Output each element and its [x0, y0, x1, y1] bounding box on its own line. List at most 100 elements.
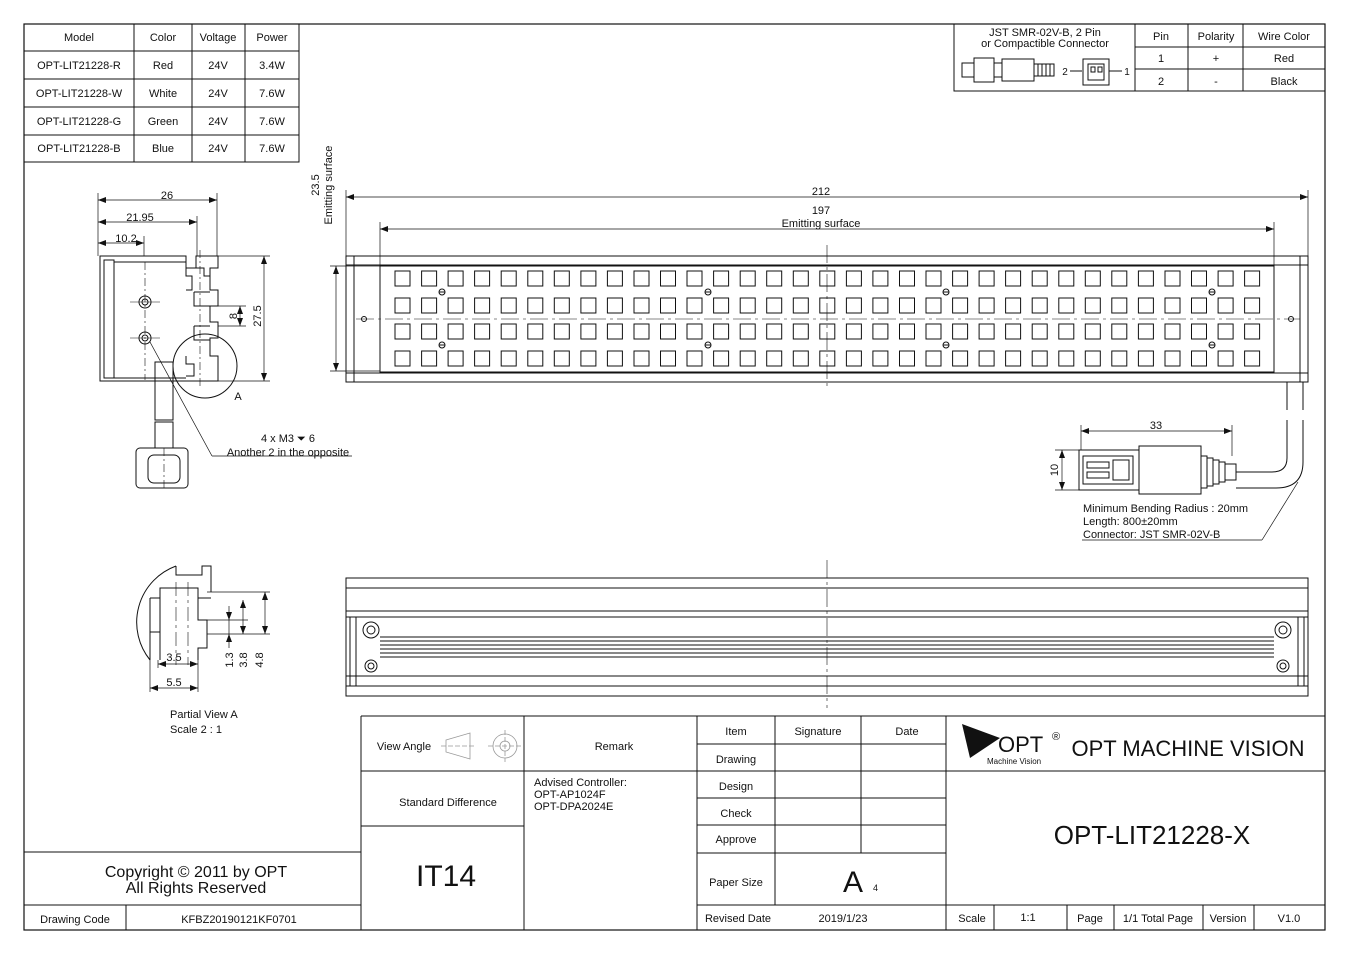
led-cell [606, 350, 623, 367]
led-cell [394, 297, 411, 314]
led-cell [1031, 297, 1048, 314]
led-cell [1084, 350, 1101, 367]
led-cell [872, 323, 889, 340]
led-cell [553, 297, 570, 314]
led-cell [1058, 270, 1075, 287]
led-cell [925, 323, 942, 340]
connector-sketch [961, 57, 1122, 86]
copyright-line-2: All Rights Reserved [126, 880, 267, 897]
led-cell [527, 323, 544, 340]
led-cell [1084, 297, 1101, 314]
led-cell [447, 323, 464, 340]
led-cell [500, 270, 517, 287]
voltage-cell: 24V [208, 88, 228, 100]
standard-difference-label: Standard Difference [399, 797, 497, 809]
dim-1-3: 1.3 [224, 652, 236, 667]
led-cell [899, 297, 915, 314]
wire-color-cell: Black [1271, 76, 1298, 88]
led-cell [766, 350, 783, 367]
led-cell [925, 270, 942, 287]
led-cell [739, 350, 756, 367]
side-view [97, 193, 352, 490]
led-cell [1217, 350, 1234, 367]
led-cell [580, 270, 597, 287]
led-cell [553, 270, 570, 287]
dim-33: 33 [1150, 420, 1162, 432]
scale-value: 1:1 [1020, 912, 1035, 924]
led-cell [580, 297, 597, 314]
led-cell [500, 297, 517, 314]
led-cell [1217, 270, 1234, 287]
partial-view-a [136, 565, 270, 692]
led-cell [606, 270, 623, 287]
led-cell [845, 350, 862, 367]
model-cell: OPT-LIT21228-G [37, 116, 121, 128]
dim-10-2: 10.2 [115, 233, 136, 245]
screw-note-2: Another 2 in the opposite [227, 447, 349, 459]
opt-logo-mark [962, 724, 1000, 758]
led-cell [1031, 270, 1048, 287]
led-cell [686, 323, 703, 340]
led-cell [925, 297, 942, 314]
led-cell [766, 297, 783, 314]
partial-view-scale: Scale 2 : 1 [170, 724, 222, 736]
led-cell [686, 350, 703, 367]
led-cell [899, 323, 915, 340]
dim-197-label: Emitting surface [782, 218, 861, 230]
pin-1-label: 1 [1124, 67, 1130, 78]
led-cell [1164, 270, 1181, 287]
led-cell [845, 270, 862, 287]
model-cell: OPT-LIT21228-W [36, 88, 123, 100]
led-cell [1164, 323, 1181, 340]
connector-title-2: or Compactible Connector [981, 38, 1109, 50]
led-cell [1005, 350, 1022, 367]
led-cell [952, 323, 969, 340]
led-cell [1005, 270, 1022, 287]
front-view [330, 190, 1309, 390]
led-cell [792, 323, 809, 340]
dim-23-5: 23.5 [310, 174, 322, 195]
revised-date-value: 2019/1/23 [819, 913, 868, 925]
led-cell [660, 350, 676, 367]
led-cell [394, 323, 411, 340]
sheet-border [23, 23, 1326, 931]
led-cell [474, 323, 491, 340]
voltage-cell: 24V [208, 60, 228, 72]
dim-5-5: 5.5 [166, 677, 181, 689]
dim-8: 8 [228, 313, 240, 319]
drawing-code-value: KFBZ20190121KF0701 [181, 914, 297, 926]
advised-controller-2: OPT-DPA2024E [534, 801, 613, 813]
led-cell [978, 350, 995, 367]
led-cell [1191, 297, 1207, 314]
model-table: Model Color Voltage Power OPT-LIT21228-R… [23, 23, 300, 163]
led-cell [394, 270, 411, 287]
paper-size-value: A [843, 866, 863, 899]
led-cell [1191, 270, 1207, 287]
led-cell [1191, 350, 1207, 367]
led-cell [1084, 323, 1101, 340]
pin-cell: 2 [1158, 76, 1164, 88]
led-cell [580, 350, 597, 367]
led-screws [438, 288, 1216, 349]
led-cell [421, 350, 438, 367]
led-cell [686, 297, 703, 314]
model-cell: OPT-LIT21228-B [37, 143, 120, 155]
led-cell [1244, 297, 1261, 314]
power-cell: 7.6W [259, 143, 285, 155]
connector-title-1: JST SMR-02V-B, 2 Pin [989, 27, 1101, 39]
color-cell: White [149, 88, 177, 100]
advised-controller-1: OPT-AP1024F [534, 789, 606, 801]
led-cell [845, 297, 862, 314]
led-cell [1058, 323, 1075, 340]
dim-26: 26 [161, 190, 173, 202]
voltage-header: Voltage [200, 32, 237, 44]
led-cell [792, 350, 809, 367]
version-label: Version [1210, 913, 1247, 925]
bottom-view [345, 560, 1309, 708]
color-cell: Red [153, 60, 173, 72]
led-cell [474, 297, 491, 314]
row-approve: Approve [716, 834, 757, 846]
led-cell [899, 350, 915, 367]
version-value: V1.0 [1278, 913, 1301, 925]
